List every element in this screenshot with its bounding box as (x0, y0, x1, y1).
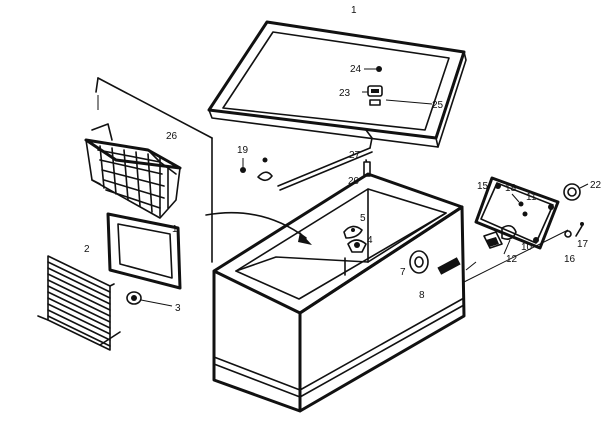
hinge-cap-22 (563, 183, 589, 201)
callout-20: 20 (348, 176, 360, 187)
insert-arrow (205, 211, 307, 239)
callout-labels: 1 24 23 25 26 19 27 20 5 4 7 8 1 2 3 15 … (84, 5, 602, 314)
lid-rod-27 (277, 129, 373, 191)
callout-27: 27 (349, 150, 361, 161)
callout-19: 19 (237, 145, 249, 156)
callout-15: 15 (477, 181, 489, 192)
callout-1-lid: 1 (351, 5, 357, 16)
callout-18: 18 (505, 183, 517, 194)
callout-16: 16 (564, 254, 576, 265)
callout-10: 10 (521, 242, 533, 253)
callout-8: 8 (419, 290, 425, 301)
callout-2: 2 (84, 244, 90, 255)
base-grille-2 (37, 255, 115, 351)
thermostat-5 (343, 225, 363, 239)
assembly-line-right-2 (465, 261, 477, 271)
wall-panel (95, 77, 213, 346)
callout-4: 4 (367, 235, 373, 246)
callout-7: 7 (400, 267, 406, 278)
hinge-bolts (511, 193, 528, 217)
insert-arrowhead (298, 232, 312, 245)
hinge-cover-15 (474, 176, 560, 250)
callout-23: 23 (339, 88, 351, 99)
grille-knob-3 (126, 291, 173, 307)
callout-3: 3 (175, 303, 181, 314)
lid-light-23 (362, 85, 383, 106)
callout-24: 24 (350, 64, 362, 75)
basket-26 (84, 123, 182, 219)
callout-1-seal: 1 (172, 224, 178, 235)
lid-stud-24 (364, 66, 382, 72)
callout-17: 17 (577, 239, 589, 250)
callout-5: 5 (360, 213, 366, 224)
callout-11: 11 (526, 192, 537, 203)
hinge-bracket (483, 224, 517, 255)
callout-26: 26 (166, 131, 178, 142)
assembly-line-right (463, 229, 569, 283)
callout-22: 22 (590, 180, 602, 191)
hinge-pin-17 (564, 222, 584, 238)
latch-parts (240, 157, 273, 182)
cabinet (212, 172, 466, 413)
door-seal-panel (106, 212, 182, 290)
lid-frame (207, 20, 467, 148)
callout-12: 12 (506, 254, 518, 265)
callout-25: 25 (432, 100, 444, 111)
lamp-4 (344, 239, 367, 276)
gasket-leader (385, 99, 433, 105)
